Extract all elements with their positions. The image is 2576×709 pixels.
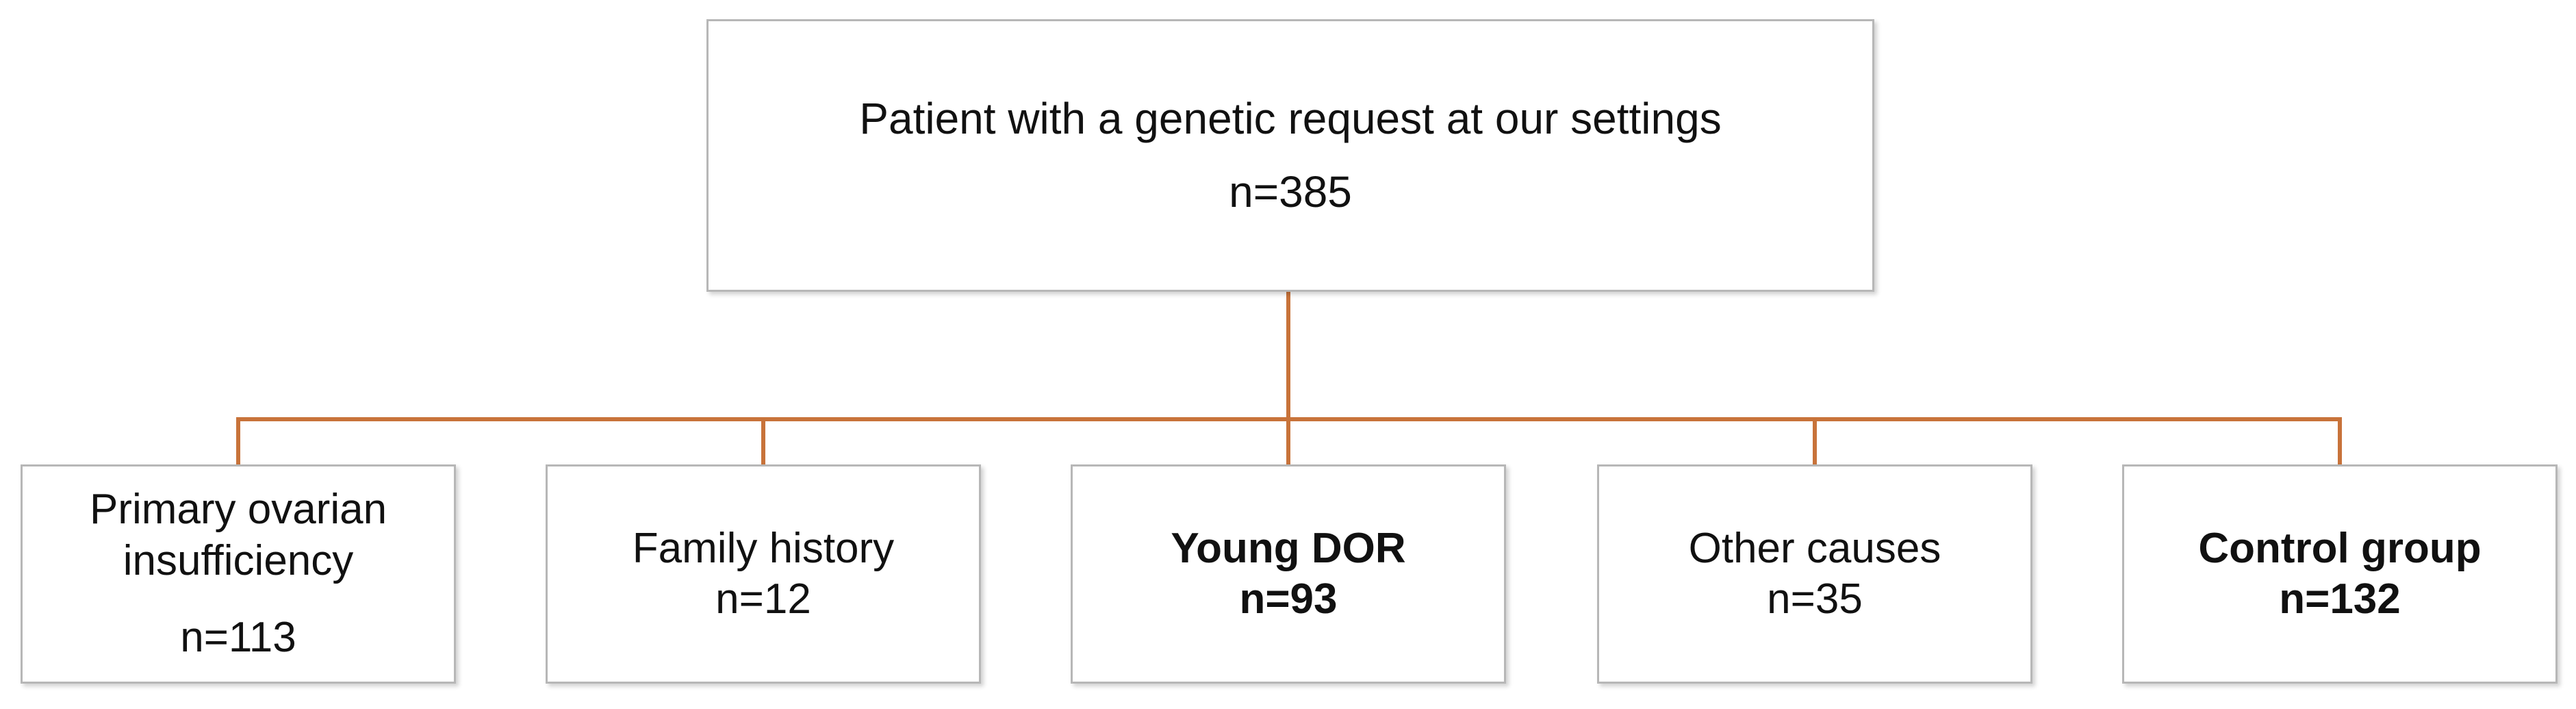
node-count: n=132 (2279, 575, 2401, 623)
node-other-causes: Other causes n=35 (1597, 464, 2032, 684)
root-node-title: Patient with a genetic request at our se… (859, 94, 1722, 144)
node-count: n=12 (715, 575, 811, 623)
node-primary-ovarian-insufficiency: Primary ovarian insufficiency n=113 (21, 464, 456, 684)
node-label: Family history (632, 524, 895, 572)
node-count: n=93 (1239, 575, 1338, 623)
node-label: Control group (2198, 524, 2482, 572)
root-node-count: n=385 (1229, 167, 1352, 216)
node-label: Other causes (1688, 524, 1941, 572)
node-young-dor: Young DOR n=93 (1071, 464, 1506, 684)
node-label: Young DOR (1171, 524, 1406, 572)
node-family-history: Family history n=12 (546, 464, 981, 684)
root-node: Patient with a genetic request at our se… (706, 19, 1874, 292)
node-label: Primary ovarian insufficiency (89, 486, 387, 584)
node-control-group: Control group n=132 (2122, 464, 2558, 684)
node-count: n=113 (180, 614, 296, 662)
node-count: n=35 (1767, 575, 1863, 623)
